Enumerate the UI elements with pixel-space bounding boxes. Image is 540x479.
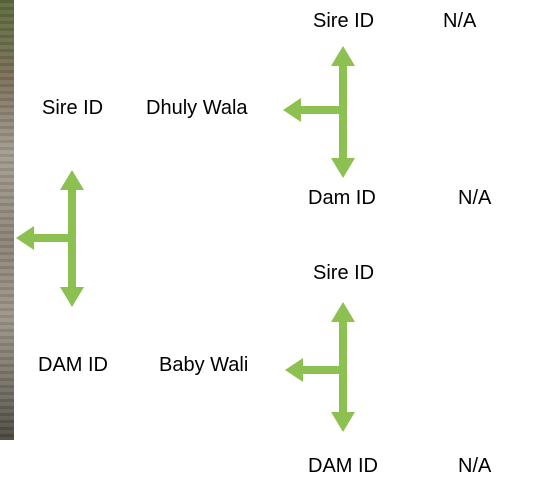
upper-sire-label: Sire ID — [313, 10, 375, 32]
upper-dam-label: Dam ID — [308, 187, 376, 209]
left-dam-value: Baby Wali — [159, 354, 249, 376]
left-sire-label: Sire ID — [42, 97, 104, 119]
left-dam-label: DAM ID — [38, 354, 108, 376]
upper-connector-icon — [283, 46, 355, 178]
upper-dam-value: N/A — [458, 187, 492, 209]
lower-connector-icon — [285, 302, 355, 432]
lower-sire-label: Sire ID — [313, 262, 375, 284]
animal-photo-fragment — [0, 0, 14, 440]
root-connector-icon — [16, 170, 84, 307]
upper-sire-value: N/A — [443, 10, 477, 32]
lower-dam-value: N/A — [458, 455, 492, 477]
left-sire-value: Dhuly Wala — [146, 97, 248, 119]
lower-dam-label: DAM ID — [308, 455, 378, 477]
